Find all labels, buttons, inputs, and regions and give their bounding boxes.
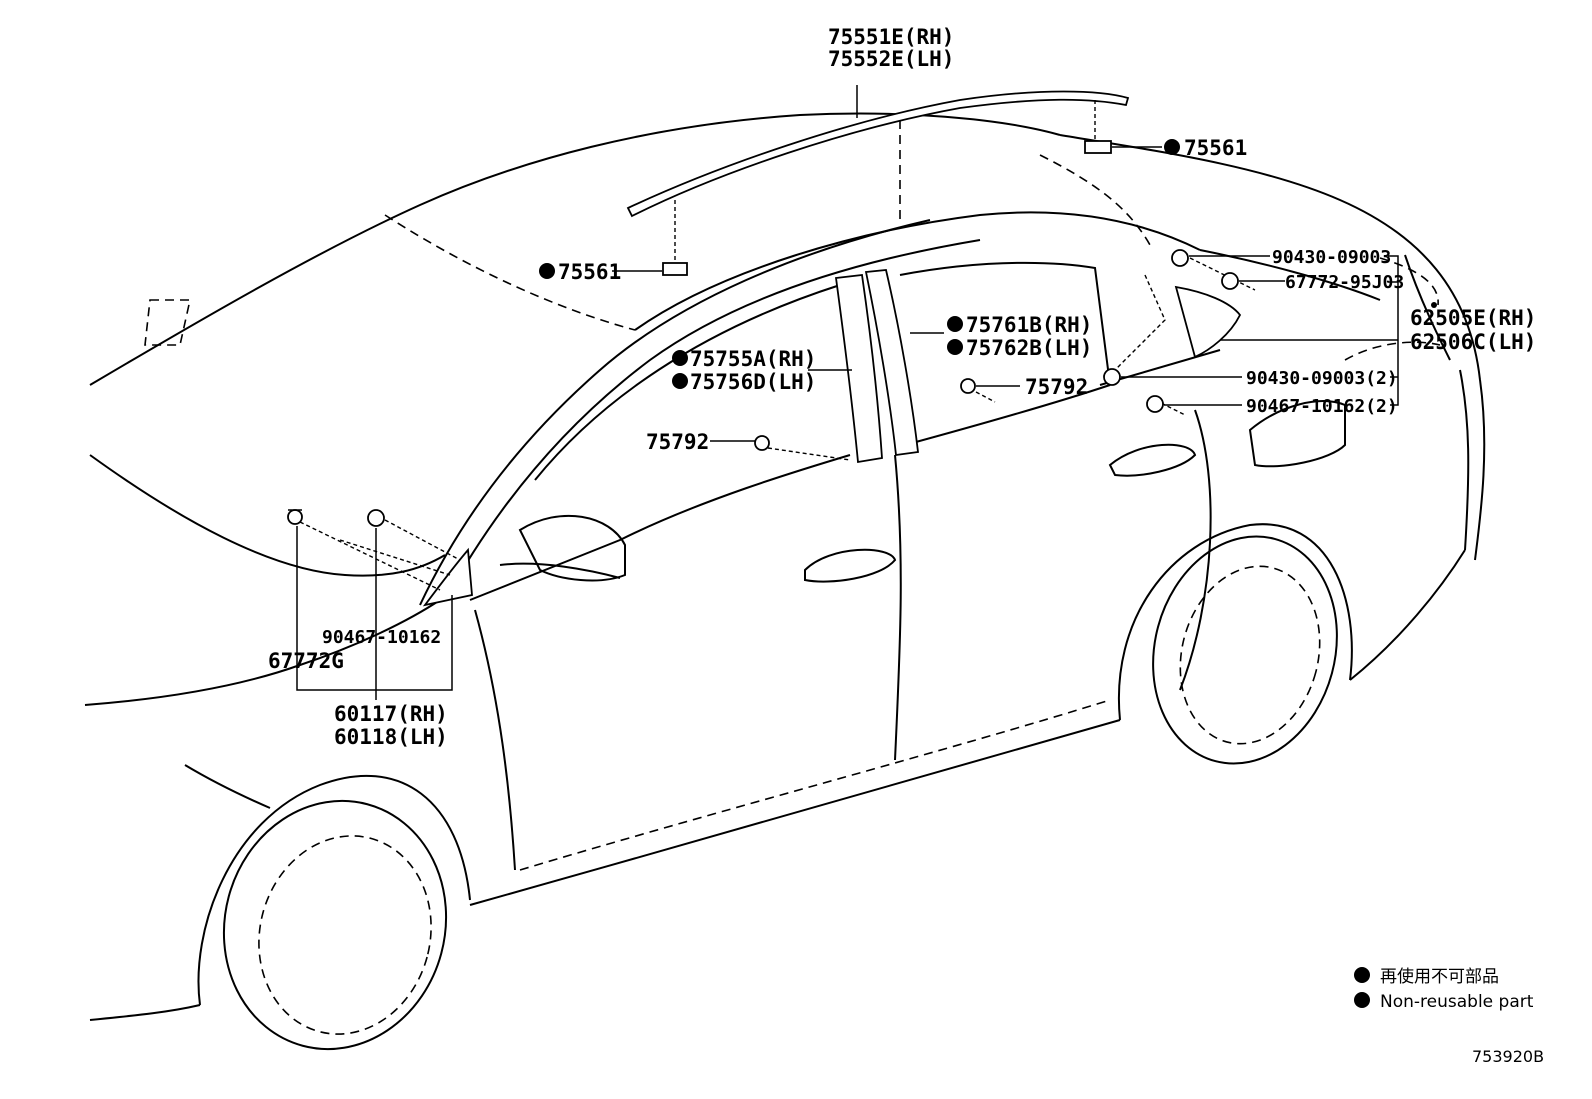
legend-japanese: 再使用不可部品 xyxy=(1380,966,1499,987)
label-washer-upper: 90430-09003 xyxy=(1272,247,1391,268)
door-clip-rear xyxy=(960,378,1020,403)
quarter-point xyxy=(1431,302,1437,308)
legend: 再使用不可部品 Non-reusable part xyxy=(1354,966,1534,1012)
washer-upper xyxy=(1171,249,1270,267)
clip-corner-left xyxy=(287,509,303,525)
label-clip-mirror: 90467-10162 xyxy=(322,627,441,648)
roof-molding xyxy=(626,85,1130,262)
pillar-molding-front xyxy=(808,274,883,464)
label-washer-lower: 90430-09003(2) xyxy=(1246,368,1398,389)
washer-lower xyxy=(1103,368,1242,386)
bracket-quarter xyxy=(1388,255,1399,406)
pillar-molding-rear xyxy=(864,269,944,457)
legend-dot-icon xyxy=(1354,992,1370,1008)
label-pillar-front-lh: 75756D(LH) xyxy=(690,370,816,394)
label-pillar-rear-rh: 75761B(RH) xyxy=(966,313,1092,337)
label-clip-lower: 90467-10162(2) xyxy=(1246,396,1398,417)
front-corner-piece xyxy=(296,519,473,700)
car-body-outline xyxy=(84,112,1486,1051)
label-roof-molding-rh: 75551E(RH) xyxy=(828,25,954,49)
label-clip-door-rear: 75792 xyxy=(1025,375,1088,399)
non-reusable-dot xyxy=(539,263,555,279)
door-clip-front xyxy=(710,435,851,461)
label-clip-front: 75561 xyxy=(558,260,621,284)
clip-corner-right xyxy=(367,509,385,527)
label-clip-door-front: 75792 xyxy=(646,430,709,454)
non-reusable-dot xyxy=(1164,139,1180,155)
label-clip-rear: 75561 xyxy=(1184,136,1247,160)
roof-clip-rear xyxy=(1084,140,1162,154)
quarter-dash-lower xyxy=(1344,341,1441,361)
clip-lower xyxy=(1146,395,1242,413)
legend-dot-icon xyxy=(1354,967,1370,983)
label-pillar-rear-lh: 75762B(LH) xyxy=(966,336,1092,360)
non-reusable-dot xyxy=(672,350,688,366)
label-quarter-glass-rh: 62505E(RH) xyxy=(1410,306,1536,330)
label-pillar-front-rh: 75755A(RH) xyxy=(690,347,816,371)
label-clip-upper: 67772-95J03 xyxy=(1285,272,1404,293)
callout-labels: 75551E(RH) 75552E(LH) 75561 75561 90430-… xyxy=(268,25,1536,749)
legend-english: Non-reusable part xyxy=(1380,992,1534,1012)
label-roof-molding-lh: 75552E(LH) xyxy=(828,47,954,71)
quarter-dash xyxy=(1379,257,1439,306)
roof-clip-front xyxy=(612,262,688,276)
non-reusable-dot xyxy=(672,373,688,389)
non-reusable-dot xyxy=(947,316,963,332)
label-corner-lh: 60118(LH) xyxy=(334,725,448,749)
clip-upper xyxy=(1221,272,1285,290)
bracket-quarter-ticks xyxy=(1388,281,1398,378)
label-corner-rh: 60117(RH) xyxy=(334,702,448,726)
label-clip-g: 67772G xyxy=(268,649,344,673)
label-quarter-glass-lh: 62506C(LH) xyxy=(1410,330,1536,354)
quarter-window-glass xyxy=(1109,257,1398,416)
non-reusable-dot xyxy=(947,339,963,355)
illustration-code: 753920B xyxy=(1472,1047,1544,1066)
